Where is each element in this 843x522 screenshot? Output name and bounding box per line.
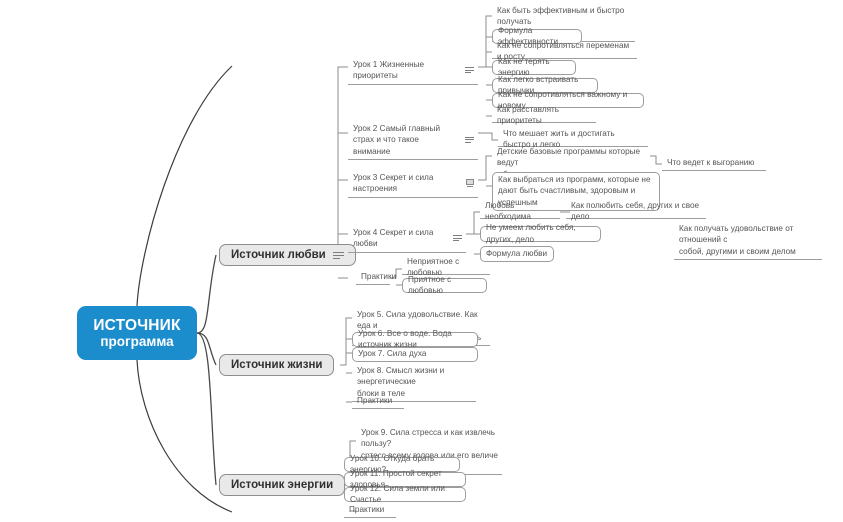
topic-label: Приятное с любовью <box>408 274 452 295</box>
topic-label: Урок 4 Секрет и сила любви <box>353 228 434 249</box>
topic-lesson4-grandchild-2[interactable]: Как получать удовольствие от отношений с… <box>674 222 822 260</box>
topic-lesson-1[interactable]: Урок 1 Жизненные приоритеты <box>348 58 478 85</box>
topic-love-practices[interactable]: Практики <box>356 271 396 285</box>
topic-love-practices-child-2[interactable]: Приятное с любовью <box>402 275 487 295</box>
topic-label: Что мешает жить и достигать быстро и лег… <box>503 128 615 149</box>
root-title-line1: ИСТОЧНИК <box>93 316 181 334</box>
topic-lesson4-grandchild-1[interactable]: Как полюбить себя, других и свое дело <box>566 201 706 221</box>
topic-lesson1-child-3[interactable]: Как не сопротивляться переменам и росту <box>492 41 637 61</box>
topic-lesson3-grandchild-1[interactable]: Что ведет к выгоранию <box>662 157 766 171</box>
topic-label: Формула эффективности <box>498 25 559 46</box>
topic-lesson4-child-1[interactable]: Любовь необходима <box>480 201 560 221</box>
topic-label: Урок 8. Смысл жизни и энергетические бло… <box>357 366 445 398</box>
root-node[interactable]: ИСТОЧНИК программа <box>77 306 197 360</box>
topic-energy-5[interactable]: Практики <box>344 504 396 518</box>
topic-label: Как не терять энергию <box>498 56 550 77</box>
topic-label: Как легко встраивать привычки <box>498 74 579 95</box>
topic-energy-2[interactable]: Урок 10. Откуда брать энергию? <box>344 454 460 474</box>
topic-lesson1-child-6[interactable]: Как не сопротивляться важному и новому <box>492 90 644 110</box>
topic-label: Урок 10. Откуда брать энергию? <box>350 453 435 474</box>
branch-label-life: Источник жизни <box>231 359 323 371</box>
topic-life-2[interactable]: Урок 6. Все о воде. Вода источник жизни <box>352 329 478 349</box>
notes-icon[interactable] <box>332 251 344 260</box>
topic-lesson3-child-2[interactable]: Как выбраться из программ, которые не да… <box>492 172 660 211</box>
notes-icon[interactable] <box>465 66 474 74</box>
topic-label: Неприятное с любовью <box>407 256 460 277</box>
topic-label: Урок 11. Простой секрет здоровья <box>350 468 442 489</box>
topic-life-5[interactable]: Практики <box>352 395 404 409</box>
topic-life-4[interactable]: Урок 8. Смысл жизни и энергетические бло… <box>352 364 476 402</box>
topic-lesson4-child-2[interactable]: Не умеем любить себя, других, дело <box>480 223 601 244</box>
topic-label: Как не сопротивляться важному и новому <box>498 89 628 110</box>
topic-label: Что ведет к выгоранию <box>667 158 755 168</box>
branch-label-energy: Источник энергии <box>231 479 334 491</box>
notes-icon[interactable] <box>465 136 474 144</box>
topic-label: Любовь необходима <box>485 200 531 221</box>
topic-label: Как полюбить себя, других и свое дело <box>571 200 700 221</box>
topic-label: Не умеем любить себя, других, дело <box>486 223 576 244</box>
notes-icon[interactable] <box>453 234 462 242</box>
branch-node-energy[interactable]: Источник энергии <box>219 474 346 496</box>
root-title-line2: программа <box>100 334 174 350</box>
image-icon[interactable] <box>466 179 474 188</box>
topic-lesson1-child-5[interactable]: Как легко встраивать привычки <box>492 75 598 95</box>
topic-lesson2-child-1[interactable]: Что мешает жить и достигать быстро и лег… <box>498 129 648 149</box>
topic-label: Как выбраться из программ, которые не да… <box>498 175 651 207</box>
topic-label: Урок 12. Сила земли или Счастье <box>350 483 445 504</box>
topic-lesson1-child-2[interactable]: Формула эффективности <box>492 26 582 46</box>
topic-love-practices-child-1[interactable]: Неприятное с любовью <box>402 257 490 277</box>
topic-label: Как не сопротивляться переменам и росту <box>497 40 630 61</box>
branch-node-life[interactable]: Источник жизни <box>219 354 335 376</box>
topic-label: Как расставлять приоритеты <box>497 104 560 125</box>
topic-label: Урок 6. Все о воде. Вода источник жизни <box>358 328 452 349</box>
branch-label-love: Источник любви <box>231 249 326 261</box>
topic-lesson1-child-7[interactable]: Как расставлять приоритеты <box>492 105 596 125</box>
topic-label: Урок 2 Самый главный страх и что такое в… <box>353 124 441 156</box>
topic-label: Урок 3 Секрет и сила настроения <box>353 173 434 194</box>
topic-lesson-4[interactable]: Урок 4 Секрет и сила любви <box>348 226 466 253</box>
topic-lesson1-child-4[interactable]: Как не терять энергию <box>492 57 576 77</box>
topic-label: Урок 7. Сила духа <box>358 349 427 359</box>
branch-node-love[interactable]: Источник любви <box>219 244 356 266</box>
topic-label: Формула любви <box>486 248 548 258</box>
topic-label: Практики <box>361 272 397 282</box>
topic-label: Как получать удовольствие от отношений с… <box>679 224 796 256</box>
topic-energy-4[interactable]: Урок 12. Сила земли или Счастье <box>344 484 466 504</box>
topic-label: Практики <box>357 396 393 406</box>
topic-lesson-3[interactable]: Урок 3 Секрет и сила настроения <box>348 171 478 198</box>
topic-label: Урок 1 Жизненные приоритеты <box>353 60 425 81</box>
topic-label: Практики <box>349 505 385 515</box>
topic-energy-3[interactable]: Урок 11. Простой секрет здоровья <box>344 469 466 489</box>
topic-life-3[interactable]: Урок 7. Сила духа <box>352 347 478 362</box>
topic-lesson-2[interactable]: Урок 2 Самый главный страх и что такое в… <box>348 122 478 160</box>
topic-lesson4-child-3[interactable]: Формула любви <box>480 246 554 262</box>
